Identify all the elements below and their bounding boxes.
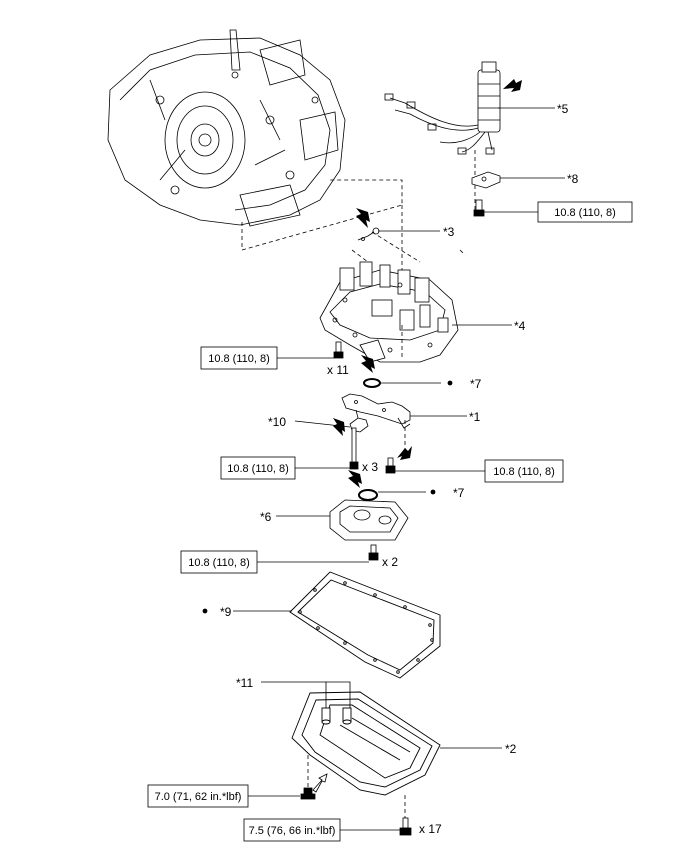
- detent-spring-3: [357, 227, 380, 241]
- arrow-right-bolt: [397, 446, 412, 460]
- arrow-pin: [333, 418, 345, 436]
- arrow-drain-plug: [312, 773, 328, 793]
- valve-body-4: [319, 261, 459, 363]
- callout-part-8: *8: [567, 172, 579, 186]
- torque-box-valve-body: 10.8 (110, 8): [200, 346, 278, 370]
- drain-plug: [300, 787, 316, 800]
- callout-part-11: *11: [236, 676, 253, 690]
- callout-part-2: *2: [505, 742, 517, 756]
- bolt-right: [385, 457, 396, 474]
- qty-left-bolts: x 3: [362, 460, 378, 474]
- torque-box-strainer: 10.8 (110, 8): [180, 550, 258, 574]
- qty-pan-bolts: x 17: [419, 822, 442, 836]
- oil-pan-2: [291, 691, 441, 796]
- arrow-spring: [356, 208, 370, 228]
- torque-box-solenoid: 10.8 (110, 8): [537, 201, 633, 223]
- torque-box-left: 10.8 (110, 8): [220, 456, 296, 480]
- callout-part-4: *4: [514, 319, 526, 333]
- callout-part-10: *10: [268, 415, 286, 429]
- torque-value: 10.8 (110, 8): [554, 207, 616, 219]
- torque-value: 7.5 (76, 66 in.*lbf): [249, 825, 336, 837]
- bolt-strainer: [368, 544, 379, 561]
- callout-part-7-top: *7: [470, 377, 482, 391]
- callout-part-3: *3: [443, 225, 455, 239]
- arrow-oring-top: [361, 355, 375, 373]
- bullet-7-bottom: [430, 489, 436, 495]
- callout-part-1: *1: [469, 410, 481, 424]
- torque-value: 10.8 (110, 8): [227, 463, 289, 475]
- bracket-8: [471, 171, 501, 189]
- gasket-9: [289, 571, 441, 679]
- torque-value: 7.0 (71, 62 in.*lbf): [155, 791, 242, 803]
- leader-lines: [233, 107, 565, 831]
- arrow-solenoid: [503, 79, 522, 92]
- callout-part-6: *6: [260, 510, 272, 524]
- qty-strainer-bolts: x 2: [382, 555, 398, 569]
- bullet-7-top: [447, 380, 453, 386]
- torque-value: 10.8 (110, 8): [188, 557, 250, 569]
- bolt-pan: [399, 817, 412, 836]
- callout-part-5: *5: [557, 102, 569, 116]
- bolt-solenoid: [473, 199, 485, 217]
- oil-strainer-6: [329, 499, 409, 541]
- bullet-9: [202, 608, 208, 614]
- torque-box-right: 10.8 (110, 8): [484, 459, 564, 483]
- transaxle-assembly: [107, 29, 346, 227]
- arrow-oring-bottom: [348, 470, 362, 488]
- torque-value: 10.8 (110, 8): [208, 353, 270, 365]
- oring-7-top: [363, 378, 381, 388]
- oring-7-bottom: [358, 489, 378, 501]
- solenoid-wire-harness: [384, 61, 501, 155]
- torque-value: 10.8 (110, 8): [493, 466, 555, 478]
- torque-box-drain-plug: 7.0 (71, 62 in.*lbf): [147, 784, 249, 808]
- callout-part-7-bottom: *7: [453, 486, 465, 500]
- torque-box-pan: 7.5 (76, 66 in.*lbf): [243, 818, 341, 842]
- qty-valve-body-bolts: x 11: [327, 363, 349, 377]
- callout-part-9: *9: [220, 605, 232, 619]
- bullets: [202, 380, 453, 614]
- bolt-valve-body: [333, 341, 344, 359]
- pin-bolt: [349, 427, 359, 470]
